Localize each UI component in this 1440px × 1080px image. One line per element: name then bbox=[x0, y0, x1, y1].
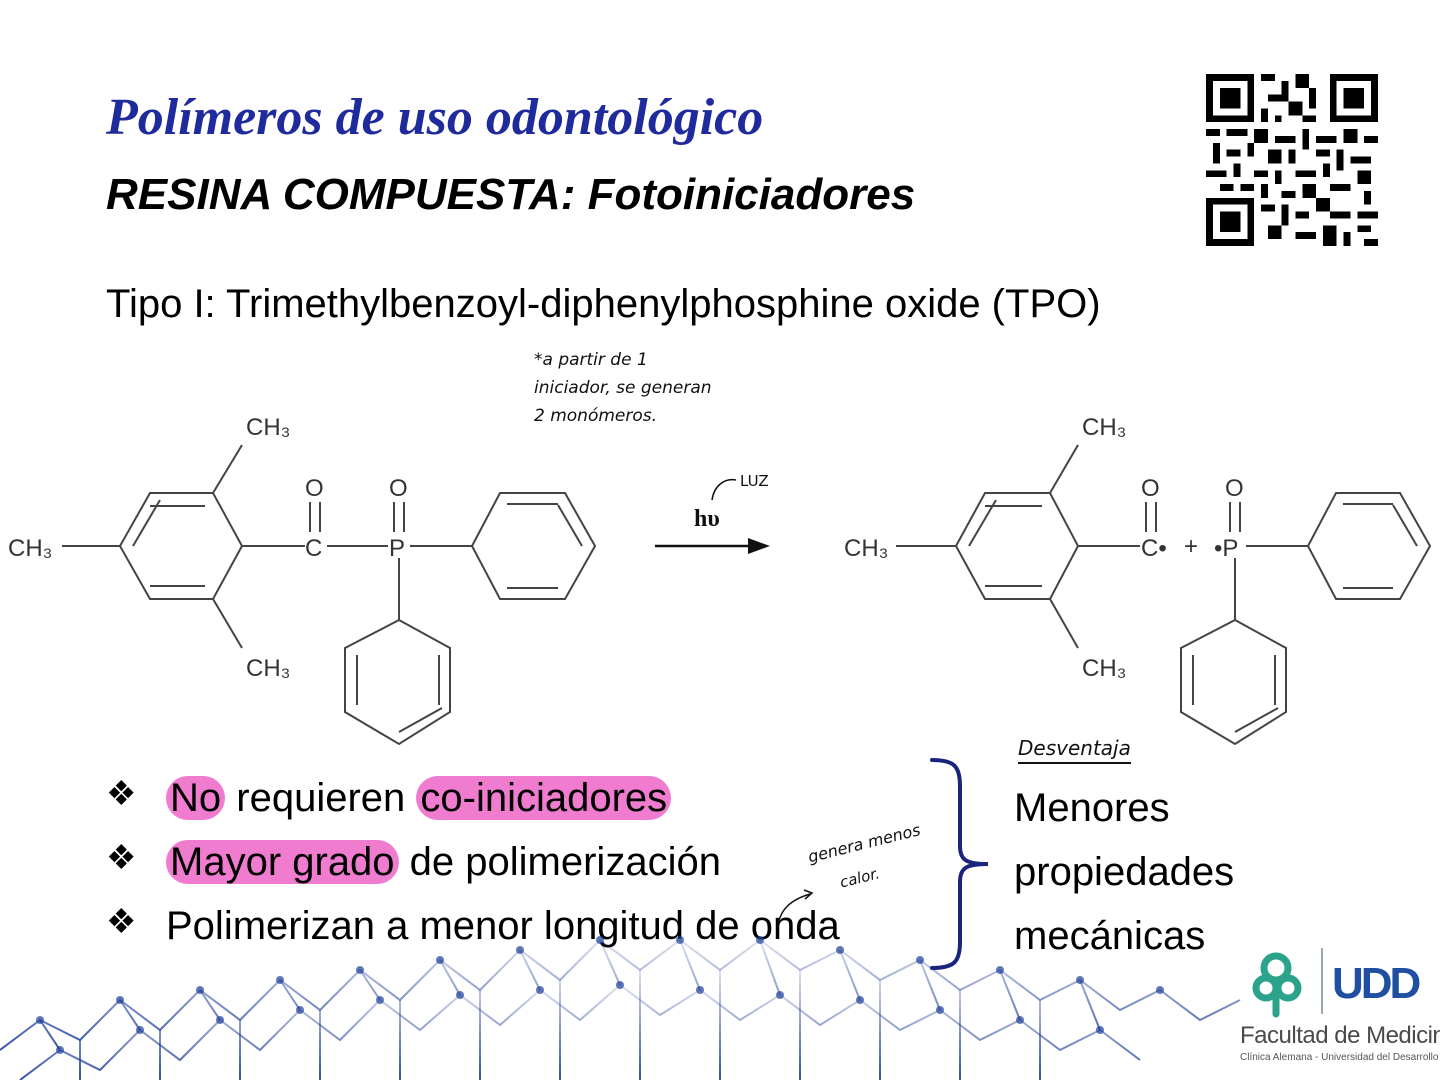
phenyl-ring-4 bbox=[1180, 618, 1287, 746]
faculty-name: Facultad de Medicina bbox=[1240, 1022, 1440, 1049]
bullet-text: requieren bbox=[225, 776, 417, 820]
brace-icon bbox=[930, 758, 989, 970]
ch3-top-left: CH₃ bbox=[246, 414, 290, 441]
note-calor: calor. bbox=[838, 864, 882, 892]
o-carbonyl-right: O bbox=[1141, 475, 1160, 502]
phenyl-ring-1 bbox=[470, 492, 597, 600]
udd-logo: UDD bbox=[1252, 948, 1423, 1018]
c-radical: C• bbox=[1141, 535, 1167, 562]
mesityl-ring-left bbox=[118, 492, 244, 600]
ch3-top-right: CH₃ bbox=[1082, 414, 1126, 441]
diamond-bullet-icon: ❖ bbox=[106, 839, 137, 877]
note-top-line1: *a partir de 1 bbox=[534, 350, 648, 370]
c-carbonyl-left: C bbox=[305, 535, 322, 562]
bullet-text: Polimerizan a menor longitud de onda bbox=[166, 904, 840, 948]
disadvantage-line3: mecánicas bbox=[1014, 914, 1206, 958]
o-carbonyl-left: O bbox=[305, 475, 324, 502]
disadvantage-line2: propiedades bbox=[1014, 850, 1235, 894]
o-phosphoryl-right: O bbox=[1225, 475, 1244, 502]
hv-label: hυ bbox=[694, 506, 720, 532]
molecular-network-decoration bbox=[0, 936, 1241, 1080]
tpo-reaction-diagram: CH₃ CH₃ CH₃ O C O P hυ LUZ CH₃ CH₃ CH₃ O… bbox=[8, 414, 1432, 746]
diamond-bullet-icon: ❖ bbox=[106, 903, 137, 941]
note-top-line2: iniciador, se generan bbox=[534, 378, 712, 398]
highlight-no: No bbox=[166, 776, 226, 820]
note-genera-menos: genera menos bbox=[806, 820, 923, 867]
note-desventaja: Desventaja bbox=[1018, 736, 1131, 764]
tipo-heading: Tipo I: Trimethylbenzoyl-diphenylphosphi… bbox=[106, 282, 1101, 326]
bullet-text: de polimerización bbox=[398, 840, 721, 884]
ch3-bottom-right: CH₃ bbox=[1082, 655, 1126, 682]
phenyl-ring-3 bbox=[1306, 492, 1432, 600]
plus-sign: + bbox=[1184, 533, 1198, 560]
note-top-line3: 2 monómeros. bbox=[534, 406, 658, 426]
ch3-right: CH₃ bbox=[844, 535, 888, 562]
slide-title: Polímeros de uso odontológico bbox=[106, 89, 764, 146]
luz-label: LUZ bbox=[740, 472, 769, 490]
o-phosphoryl-left: O bbox=[389, 475, 408, 502]
ch3-bottom-left: CH₃ bbox=[246, 655, 290, 682]
slide-subtitle: RESINA COMPUESTA: Fotoiniciadores bbox=[106, 170, 916, 219]
highlight-mayor-grado: Mayor grado bbox=[166, 840, 399, 884]
udd-logo-text: UDD bbox=[1332, 959, 1420, 1008]
disadvantage-text: Menores propiedades mecánicas bbox=[1014, 776, 1234, 968]
qr-code bbox=[1206, 74, 1378, 246]
p-radical: •P bbox=[1214, 535, 1238, 562]
note-arrow bbox=[777, 889, 814, 927]
luz-arrow bbox=[711, 478, 737, 501]
highlight-coinitiators: co-iniciadores bbox=[416, 776, 672, 820]
p-atom-left: P bbox=[389, 535, 405, 562]
ch3-left: CH₃ bbox=[8, 535, 52, 562]
diamond-bullet-icon: ❖ bbox=[106, 775, 137, 813]
mesityl-ring-right bbox=[954, 492, 1080, 600]
phenyl-ring-2 bbox=[344, 618, 451, 746]
disadvantage-line1: Menores bbox=[1014, 786, 1170, 830]
faculty-subtitle: Clínica Alemana - Universidad del Desarr… bbox=[1240, 1052, 1439, 1063]
